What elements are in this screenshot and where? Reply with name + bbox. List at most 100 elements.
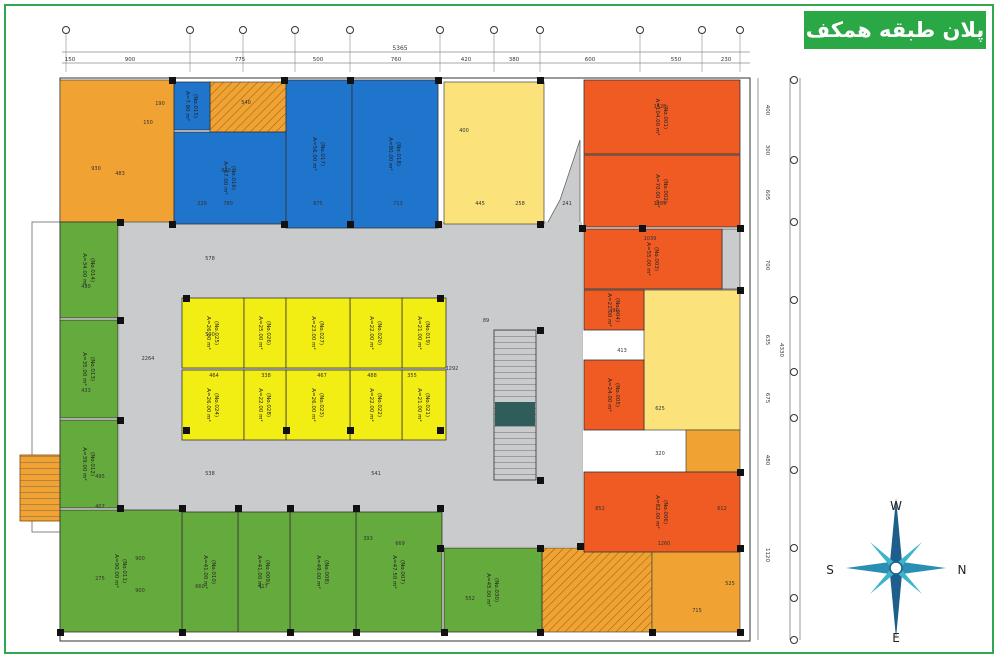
grid-bubble xyxy=(636,26,644,34)
column xyxy=(57,629,64,636)
unit-id: (No.023) xyxy=(318,393,324,417)
unit-28 xyxy=(243,369,287,441)
unit-area: A=47.50 m² xyxy=(391,555,398,588)
column xyxy=(737,545,744,552)
inner-dim: 467 xyxy=(317,373,327,379)
unit-id: (No.002) xyxy=(662,179,668,203)
column xyxy=(437,505,444,512)
grid-bubble xyxy=(291,26,299,34)
unit-area: A=41.00 m² xyxy=(256,555,263,588)
area-fill-6 xyxy=(651,547,741,633)
unit-label-group-28: (No.028)A=22.00 m² xyxy=(257,388,271,421)
right-dim: 400 xyxy=(764,105,770,116)
unit-id: (No.012) xyxy=(89,452,95,476)
unit-area: A=25.00 m² xyxy=(257,316,264,349)
unit-label-group-6: (No.006)A=82.00 m² xyxy=(654,495,668,528)
column xyxy=(435,77,442,84)
grid-bubble xyxy=(490,26,498,34)
unit-area: A=21.00 m² xyxy=(416,388,423,421)
unit-label-group-23: (No.023)A=26.00 m² xyxy=(310,388,324,421)
unit-id: (No.019) xyxy=(424,321,430,345)
unit-2 xyxy=(583,154,741,228)
unit-shapes xyxy=(57,77,744,636)
unit-area: A=39.00 m² xyxy=(81,447,88,480)
unit-12 xyxy=(59,419,119,509)
inner-dim: 780 xyxy=(223,201,233,207)
unit-id: (No.011) xyxy=(121,559,127,583)
unit-area: A=34.00 m² xyxy=(81,253,88,286)
unit-7 xyxy=(355,511,443,633)
inner-dim: 713 xyxy=(393,201,403,207)
top-dim: 775 xyxy=(235,57,246,63)
right-dim: 300 xyxy=(764,145,770,156)
inner-dim: 675 xyxy=(313,201,323,207)
inner-dim: 538 xyxy=(205,471,215,477)
unit-id: (No.003) xyxy=(653,247,659,271)
unit-label-group-25: (No.025)A=26.00 m² xyxy=(205,316,219,349)
column xyxy=(537,545,544,552)
compass-rose: W E S N xyxy=(826,498,966,645)
unit-8 xyxy=(289,511,357,633)
column xyxy=(183,295,190,302)
inner-dim: 1039 xyxy=(644,236,657,242)
column xyxy=(437,295,444,302)
right-dim: 700 xyxy=(764,260,770,271)
unit-27 xyxy=(285,297,351,369)
top-dim: 500 xyxy=(313,57,324,63)
inner-dim: 1425 xyxy=(654,104,667,110)
column xyxy=(347,427,354,434)
inner-dim: 660 xyxy=(195,584,205,590)
unit-1 xyxy=(583,79,741,155)
area-fill-2 xyxy=(443,81,545,225)
unit-area: A=41.00 m² xyxy=(202,555,209,588)
unit-label-group-17: (No.017)A=56.00 m² xyxy=(311,137,325,170)
inner-dim: 715 xyxy=(692,608,702,614)
inner-dim: 190 xyxy=(155,101,165,107)
column xyxy=(235,505,242,512)
unit-9 xyxy=(237,511,291,633)
inner-dim: 464 xyxy=(209,373,219,379)
inner-dim: 1260 xyxy=(658,541,671,547)
unit-label-group-24: (No.024)A=26.00 m² xyxy=(205,388,219,421)
inner-dim: 241 xyxy=(562,201,572,207)
unit-label-group-26: (No.026)A=25.00 m² xyxy=(257,316,271,349)
unit-id: (No.007) xyxy=(399,560,405,584)
inner-dim: 500 xyxy=(205,332,215,338)
unit-20 xyxy=(349,297,403,369)
inner-dim: 430 xyxy=(81,284,91,290)
unit-label-group-11: (No.011)A=90.00 m² xyxy=(113,554,127,587)
unit-30 xyxy=(443,547,543,633)
grid-bubble xyxy=(62,26,70,34)
unit-label-group-1: (No.001)A=104.00 m² xyxy=(654,99,668,136)
escalator-core xyxy=(495,402,535,426)
grid-bubble xyxy=(790,296,798,304)
unit-label-group-30: (No.030)A=45.00 m² xyxy=(485,573,499,606)
inner-dim: 900 xyxy=(135,556,145,562)
unit-area: A=70.00 m² xyxy=(654,174,661,207)
unit-26 xyxy=(243,297,287,369)
unit-area: A=67.00 m² xyxy=(222,161,229,194)
unit-3 xyxy=(583,228,723,290)
right-dim: 635 xyxy=(764,335,770,346)
unit-label-group-7: (No.007)A=47.50 m² xyxy=(391,555,405,588)
unit-area: A=22.00 m² xyxy=(368,316,375,349)
unit-id: (No.001) xyxy=(662,105,668,129)
inner-dim: 830 xyxy=(221,168,231,174)
inner-dim: 930 xyxy=(91,166,101,172)
unit-id: (No.021) xyxy=(424,393,430,417)
unit-id: (No.015) xyxy=(192,94,198,118)
unit-area: A=7.80 m² xyxy=(184,91,191,121)
unit-17 xyxy=(285,79,353,229)
unit-label-group-3: (No.003)A=55.00 m² xyxy=(645,242,659,275)
column xyxy=(283,427,290,434)
unit-label-group-21: (No.021)A=21.00 m² xyxy=(416,388,430,421)
grid-bubble xyxy=(346,26,354,34)
unit-24 xyxy=(181,369,245,441)
unit-label-group-20: (No.020)A=22.00 m² xyxy=(368,316,382,349)
unit-area: A=56.00 m² xyxy=(311,137,318,170)
inner-dim: 393 xyxy=(363,536,373,542)
top-dim: 150 xyxy=(65,57,76,63)
column xyxy=(179,629,186,636)
column xyxy=(117,417,124,424)
